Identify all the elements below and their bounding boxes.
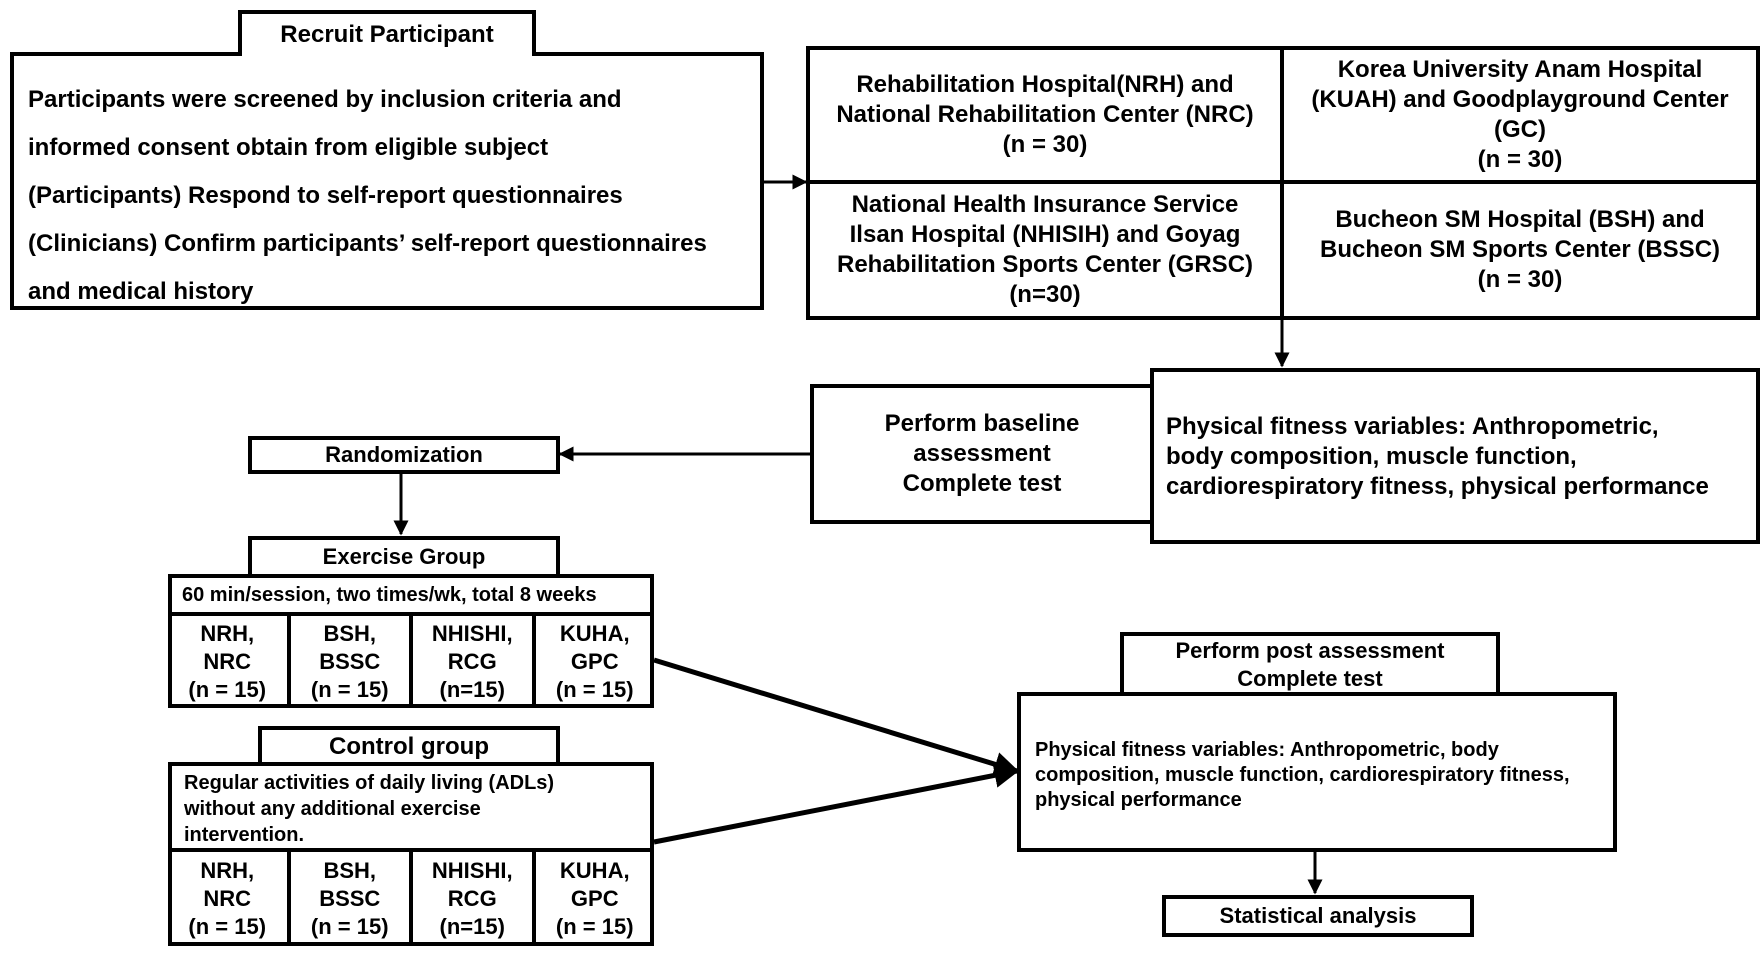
control-cell-nrh-a: NRH,	[200, 858, 255, 883]
exercise-group-box: 60 min/session, two times/wk, total 8 we…	[168, 574, 654, 708]
control-cell-bsh-n: (n = 15)	[310, 914, 389, 939]
exercise-cell-nhishi: NHISHI, RCG (n=15)	[413, 616, 536, 708]
exercise-cell-bsh-b: BSSC	[319, 649, 381, 674]
site-nhisih-line-3: Rehabilitation Sports Center (GRSC)	[836, 251, 1254, 278]
recruit-title-box: Recruit Participant	[238, 10, 536, 56]
control-cell-nhishi: NHISHI, RCG (n=15)	[413, 852, 536, 946]
control-cell-nrh: NRH, NRC (n = 15)	[168, 852, 291, 946]
statistical-analysis-box: Statistical analysis	[1162, 895, 1474, 937]
control-title: Control group	[329, 733, 489, 760]
exercise-cell-bsh-a: BSH,	[323, 621, 377, 646]
post-variables-box: Physical fitness variables: Anthropometr…	[1017, 692, 1617, 852]
baseline-line-1: Perform baseline	[884, 410, 1080, 437]
post-vars-line-3: physical performance	[1035, 789, 1242, 811]
arrow-control-to-post	[653, 763, 1020, 845]
exercise-cell-nhishi-b: RCG	[447, 649, 497, 674]
control-cell-bsh-b: BSSC	[319, 886, 381, 911]
control-cell-kuha-b: GPC	[570, 886, 619, 911]
site-nhisih-line-2: Ilsan Hospital (NHISIH) and Goyag	[849, 221, 1241, 248]
exercise-cell-kuha: KUHA, GPC (n = 15)	[536, 616, 655, 708]
exercise-title-box: Exercise Group	[248, 536, 560, 574]
control-group-box: Regular activities of daily living (ADLs…	[168, 762, 654, 946]
exercise-cell-nrh-n: (n = 15)	[188, 677, 267, 702]
stats-label: Statistical analysis	[1219, 903, 1417, 928]
exercise-cell-kuha-n: (n = 15)	[555, 677, 634, 702]
recruit-line-2: informed consent obtain from eligible su…	[28, 134, 549, 161]
site-kuah-gc: Korea University Anam Hospital (KUAH) an…	[1284, 50, 1756, 180]
baseline-assessment-box: Perform baseline assessment Complete tes…	[810, 384, 1154, 524]
sites-grid-horizontal-divider	[806, 180, 1760, 184]
exercise-cell-nhishi-n: (n=15)	[439, 677, 505, 702]
post-line-2: Complete test	[1237, 666, 1383, 691]
recruit-line-4: (Clinicians) Confirm participants’ self-…	[28, 230, 707, 257]
control-cell-bsh: BSH, BSSC (n = 15)	[291, 852, 413, 946]
post-vars-line-1: Physical fitness variables: Anthropometr…	[1035, 739, 1499, 761]
site-bsh-count: (n = 30)	[1477, 266, 1563, 293]
exercise-cell-bsh: BSH, BSSC (n = 15)	[291, 616, 413, 708]
baseline-vars-line-2: body composition, muscle function,	[1166, 443, 1577, 470]
recruit-title: Recruit Participant	[280, 21, 494, 48]
site-nhisih-count: (n=30)	[1009, 281, 1081, 308]
control-desc-line-2: without any additional exercise	[184, 798, 481, 820]
control-description: Regular activities of daily living (ADLs…	[184, 770, 624, 848]
site-nrh-line-2: National Rehabilitation Center (NRC)	[836, 101, 1254, 128]
control-cell-kuha-a: KUHA,	[559, 858, 630, 883]
recruit-details-box: Participants were screened by inclusion …	[10, 52, 764, 310]
site-bsh-line-1: Bucheon SM Hospital (BSH) and	[1335, 206, 1705, 233]
control-cell-kuha-n: (n = 15)	[555, 914, 634, 939]
control-cell-kuha: KUHA, GPC (n = 15)	[536, 852, 655, 946]
post-vars-line-2: composition, muscle function, cardioresp…	[1035, 764, 1570, 786]
site-kuah-count: (n = 30)	[1477, 146, 1563, 173]
exercise-description: 60 min/session, two times/wk, total 8 we…	[182, 584, 597, 606]
control-cell-nhishi-a: NHISHI,	[431, 858, 513, 883]
site-bsh-bssc: Bucheon SM Hospital (BSH) and Bucheon SM…	[1284, 184, 1756, 316]
baseline-line-2: assessment	[913, 440, 1051, 467]
exercise-cell-nhishi-a: NHISHI,	[431, 621, 513, 646]
randomization-box: Randomization	[248, 436, 560, 474]
exercise-cell-nrh-a: NRH,	[200, 621, 255, 646]
baseline-vars-line-3: cardiorespiratory fitness, physical perf…	[1166, 473, 1709, 500]
exercise-cell-bsh-n: (n = 15)	[310, 677, 389, 702]
control-desc-line-1: Regular activities of daily living (ADLs…	[184, 772, 555, 794]
control-desc-line-3: intervention.	[184, 824, 305, 846]
recruit-line-1: Participants were screened by inclusion …	[28, 86, 622, 113]
exercise-title: Exercise Group	[322, 544, 486, 569]
control-cell-nrh-b: NRC	[203, 886, 252, 911]
arrow-exercise-to-post	[653, 657, 1020, 777]
control-cell-nhishi-b: RCG	[447, 886, 497, 911]
control-cell-bsh-a: BSH,	[323, 858, 377, 883]
exercise-cell-kuha-a: KUHA,	[559, 621, 630, 646]
site-nrh-line-1: Rehabilitation Hospital(NRH) and	[856, 71, 1234, 98]
recruit-line-3: (Participants) Respond to self-report qu…	[28, 182, 623, 209]
baseline-variables-box: Physical fitness variables: Anthropometr…	[1150, 368, 1760, 544]
control-cell-nrh-n: (n = 15)	[188, 914, 267, 939]
exercise-cell-kuha-b: GPC	[570, 649, 619, 674]
control-title-box: Control group	[258, 726, 560, 764]
randomization-label: Randomization	[325, 442, 483, 467]
site-nrh-nrc: Rehabilitation Hospital(NRH) and Nationa…	[810, 50, 1280, 180]
site-kuah-line-3: (GC)	[1494, 116, 1546, 143]
exercise-cell-nrh: NRH, NRC (n = 15)	[168, 616, 291, 708]
site-nhisih-line-1: National Health Insurance Service	[851, 191, 1239, 218]
control-cells-row: NRH, NRC (n = 15) BSH, BSSC (n = 15) NHI…	[168, 848, 654, 946]
baseline-vars-line-1: Physical fitness variables: Anthropometr…	[1166, 413, 1659, 440]
site-nhisih-grsc: National Health Insurance Service Ilsan …	[810, 184, 1280, 316]
exercise-cells-row: NRH, NRC (n = 15) BSH, BSSC (n = 15) NHI…	[168, 612, 654, 708]
recruit-line-5: and medical history	[28, 278, 254, 305]
site-kuah-line-2: (KUAH) and Goodplayground Center	[1311, 86, 1729, 113]
baseline-line-3: Complete test	[902, 470, 1062, 497]
post-assessment-title-box: Perform post assessment Complete test	[1120, 632, 1500, 694]
post-line-1: Perform post assessment	[1175, 638, 1445, 663]
site-bsh-line-2: Bucheon SM Sports Center (BSSC)	[1319, 236, 1721, 263]
exercise-cell-nrh-b: NRC	[203, 649, 252, 674]
site-nrh-count: (n = 30)	[1002, 131, 1088, 158]
site-kuah-line-1: Korea University Anam Hospital	[1337, 56, 1703, 83]
control-cell-nhishi-n: (n=15)	[439, 914, 505, 939]
